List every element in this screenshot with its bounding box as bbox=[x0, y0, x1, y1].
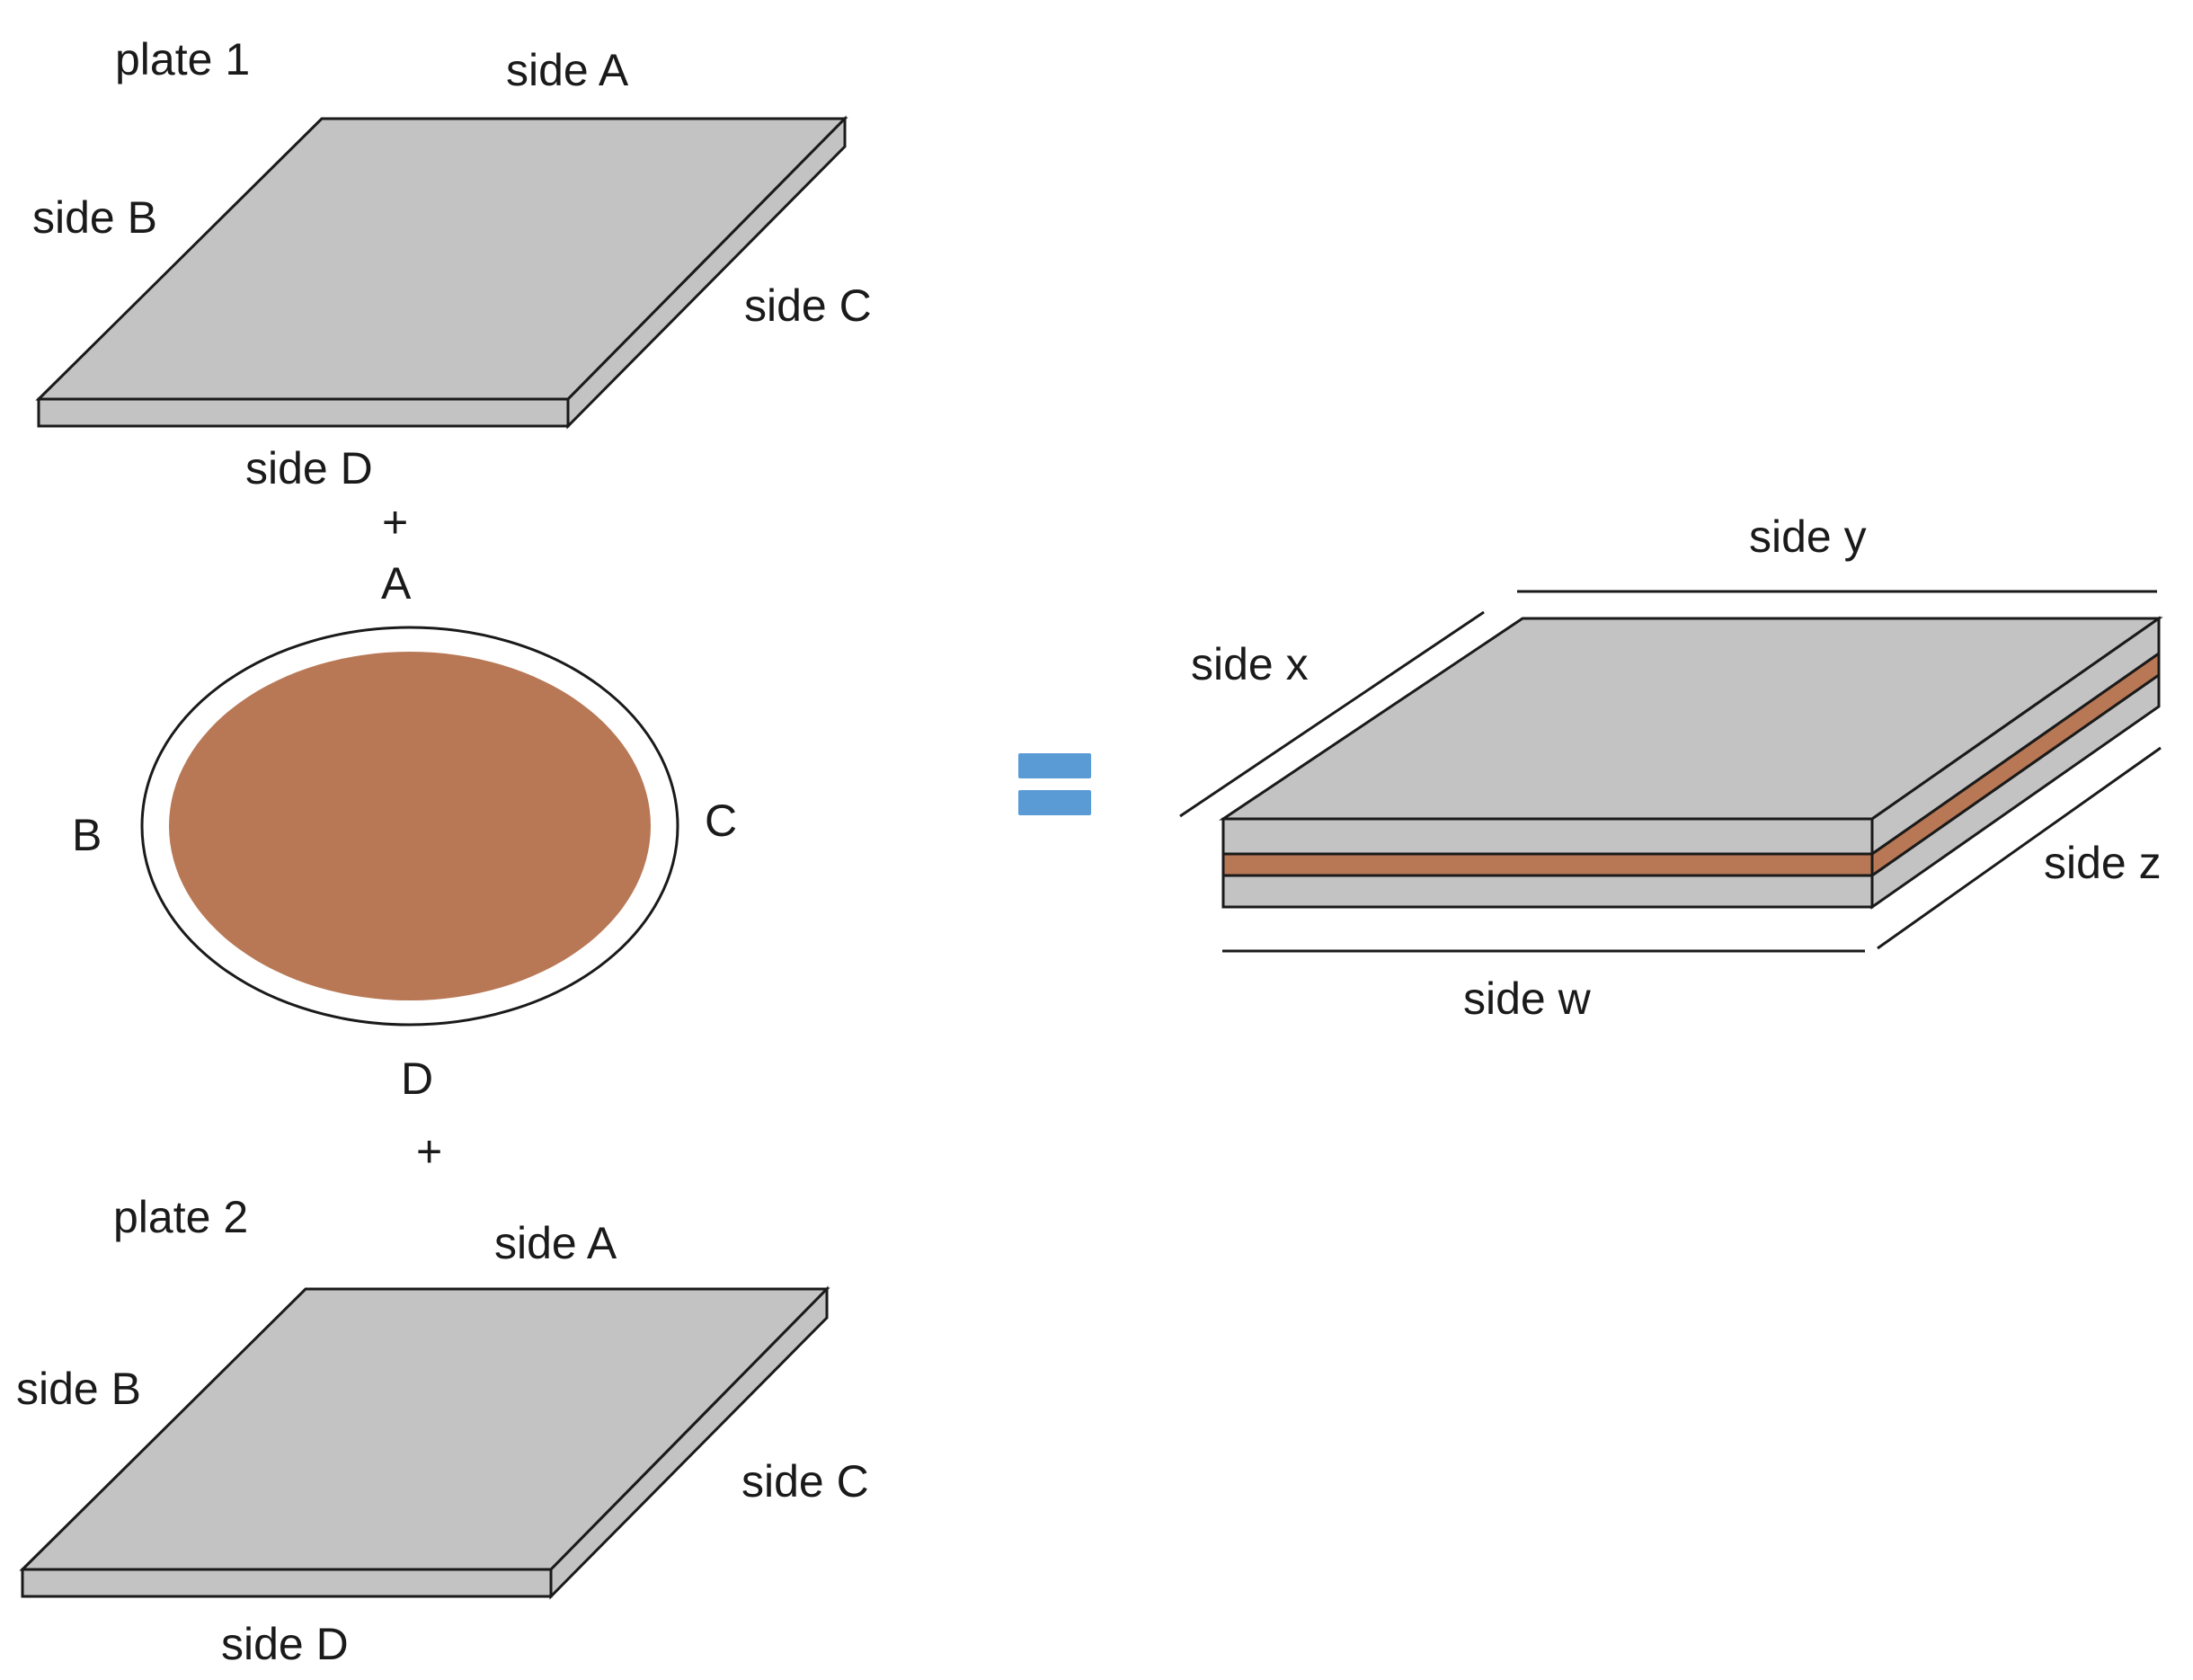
disc-label-c: C bbox=[705, 796, 737, 846]
plate-2-side-face bbox=[549, 1285, 829, 1600]
plate-1-front-face bbox=[37, 397, 570, 428]
disc-label-d: D bbox=[401, 1053, 433, 1104]
plate-1-title: plate 1 bbox=[115, 34, 250, 84]
stack-front-copper-layer bbox=[1221, 852, 1874, 877]
disc-copper-fill bbox=[169, 652, 651, 1000]
disc-label-a: A bbox=[381, 558, 412, 609]
dimension-line-side-x bbox=[1179, 610, 1485, 818]
plate-2 bbox=[19, 1285, 830, 1600]
disc-label-b: B bbox=[72, 810, 102, 860]
plate-1-side-d-label: side D bbox=[245, 443, 373, 493]
plate-1-side-b-label: side B bbox=[32, 192, 157, 243]
dimension-line-side-z bbox=[1877, 746, 2162, 950]
stack-side-y-label: side y bbox=[1749, 511, 1867, 562]
plate-2-front-face bbox=[21, 1568, 553, 1598]
plus-sign-bottom: + bbox=[416, 1126, 442, 1177]
equals-bar-bottom bbox=[1018, 790, 1091, 815]
stack-side-z-label: side z bbox=[2044, 838, 2162, 888]
plate-2-title: plate 2 bbox=[113, 1192, 248, 1242]
plate-2-side-a-label: side A bbox=[494, 1218, 617, 1268]
plate-1 bbox=[35, 115, 848, 430]
plate-1-side-c-label: side C bbox=[744, 280, 872, 331]
stack-front-bottom-plate bbox=[1221, 874, 1874, 909]
plus-sign-top: + bbox=[382, 497, 408, 547]
plate-1-side-face bbox=[566, 115, 847, 430]
stacked-assembly bbox=[1219, 616, 2163, 910]
plate-2-side-b-label: side B bbox=[16, 1364, 141, 1414]
plate-2-side-c-label: side C bbox=[741, 1456, 869, 1507]
plate-1-side-a-label: side A bbox=[506, 45, 629, 95]
plate-2-side-d-label: side D bbox=[221, 1619, 349, 1669]
equals-bar-top bbox=[1018, 753, 1091, 778]
stack-side-w-label: side w bbox=[1463, 973, 1592, 1024]
equals-sign bbox=[1018, 753, 1091, 815]
stack-side-x-label: side x bbox=[1191, 639, 1309, 689]
stack-front-top-plate bbox=[1221, 817, 1874, 856]
copper-disc bbox=[140, 626, 679, 1027]
